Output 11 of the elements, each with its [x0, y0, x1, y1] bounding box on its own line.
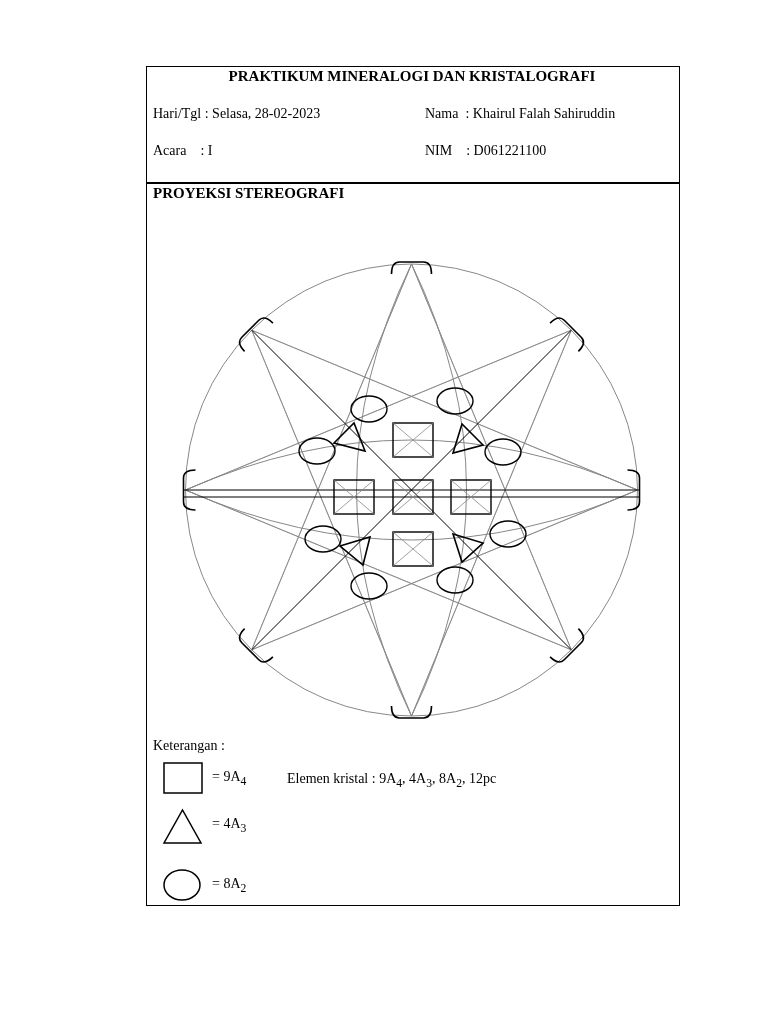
legend-text: = 9A$_{4}$ [212, 769, 247, 788]
name-text: Nama : Khairul Falah Sahiruddin [425, 106, 616, 122]
session-text: Acara : I [153, 143, 213, 159]
page-title: PRAKTIKUM MINERALOGI DAN KRISTALOGRAFI [227, 68, 597, 85]
date-text: Hari/Tgl : Selasa, 28-02-2023 [153, 106, 321, 122]
legend-heading: Keterangan : [153, 738, 225, 754]
section-heading: PROYEKSI STEREOGRAFI [153, 185, 345, 202]
student-number-text: NIM : D061221100 [425, 143, 547, 159]
legend-text: = 4A$_{3}$ [212, 816, 247, 835]
legend-text: = 8A$_{2}$ [212, 876, 247, 895]
crystal-elements-text: Elemen kristal : 9A$_{4}$, 4A$_{3}$, 8A$_{2}$, 12pc [287, 771, 497, 790]
